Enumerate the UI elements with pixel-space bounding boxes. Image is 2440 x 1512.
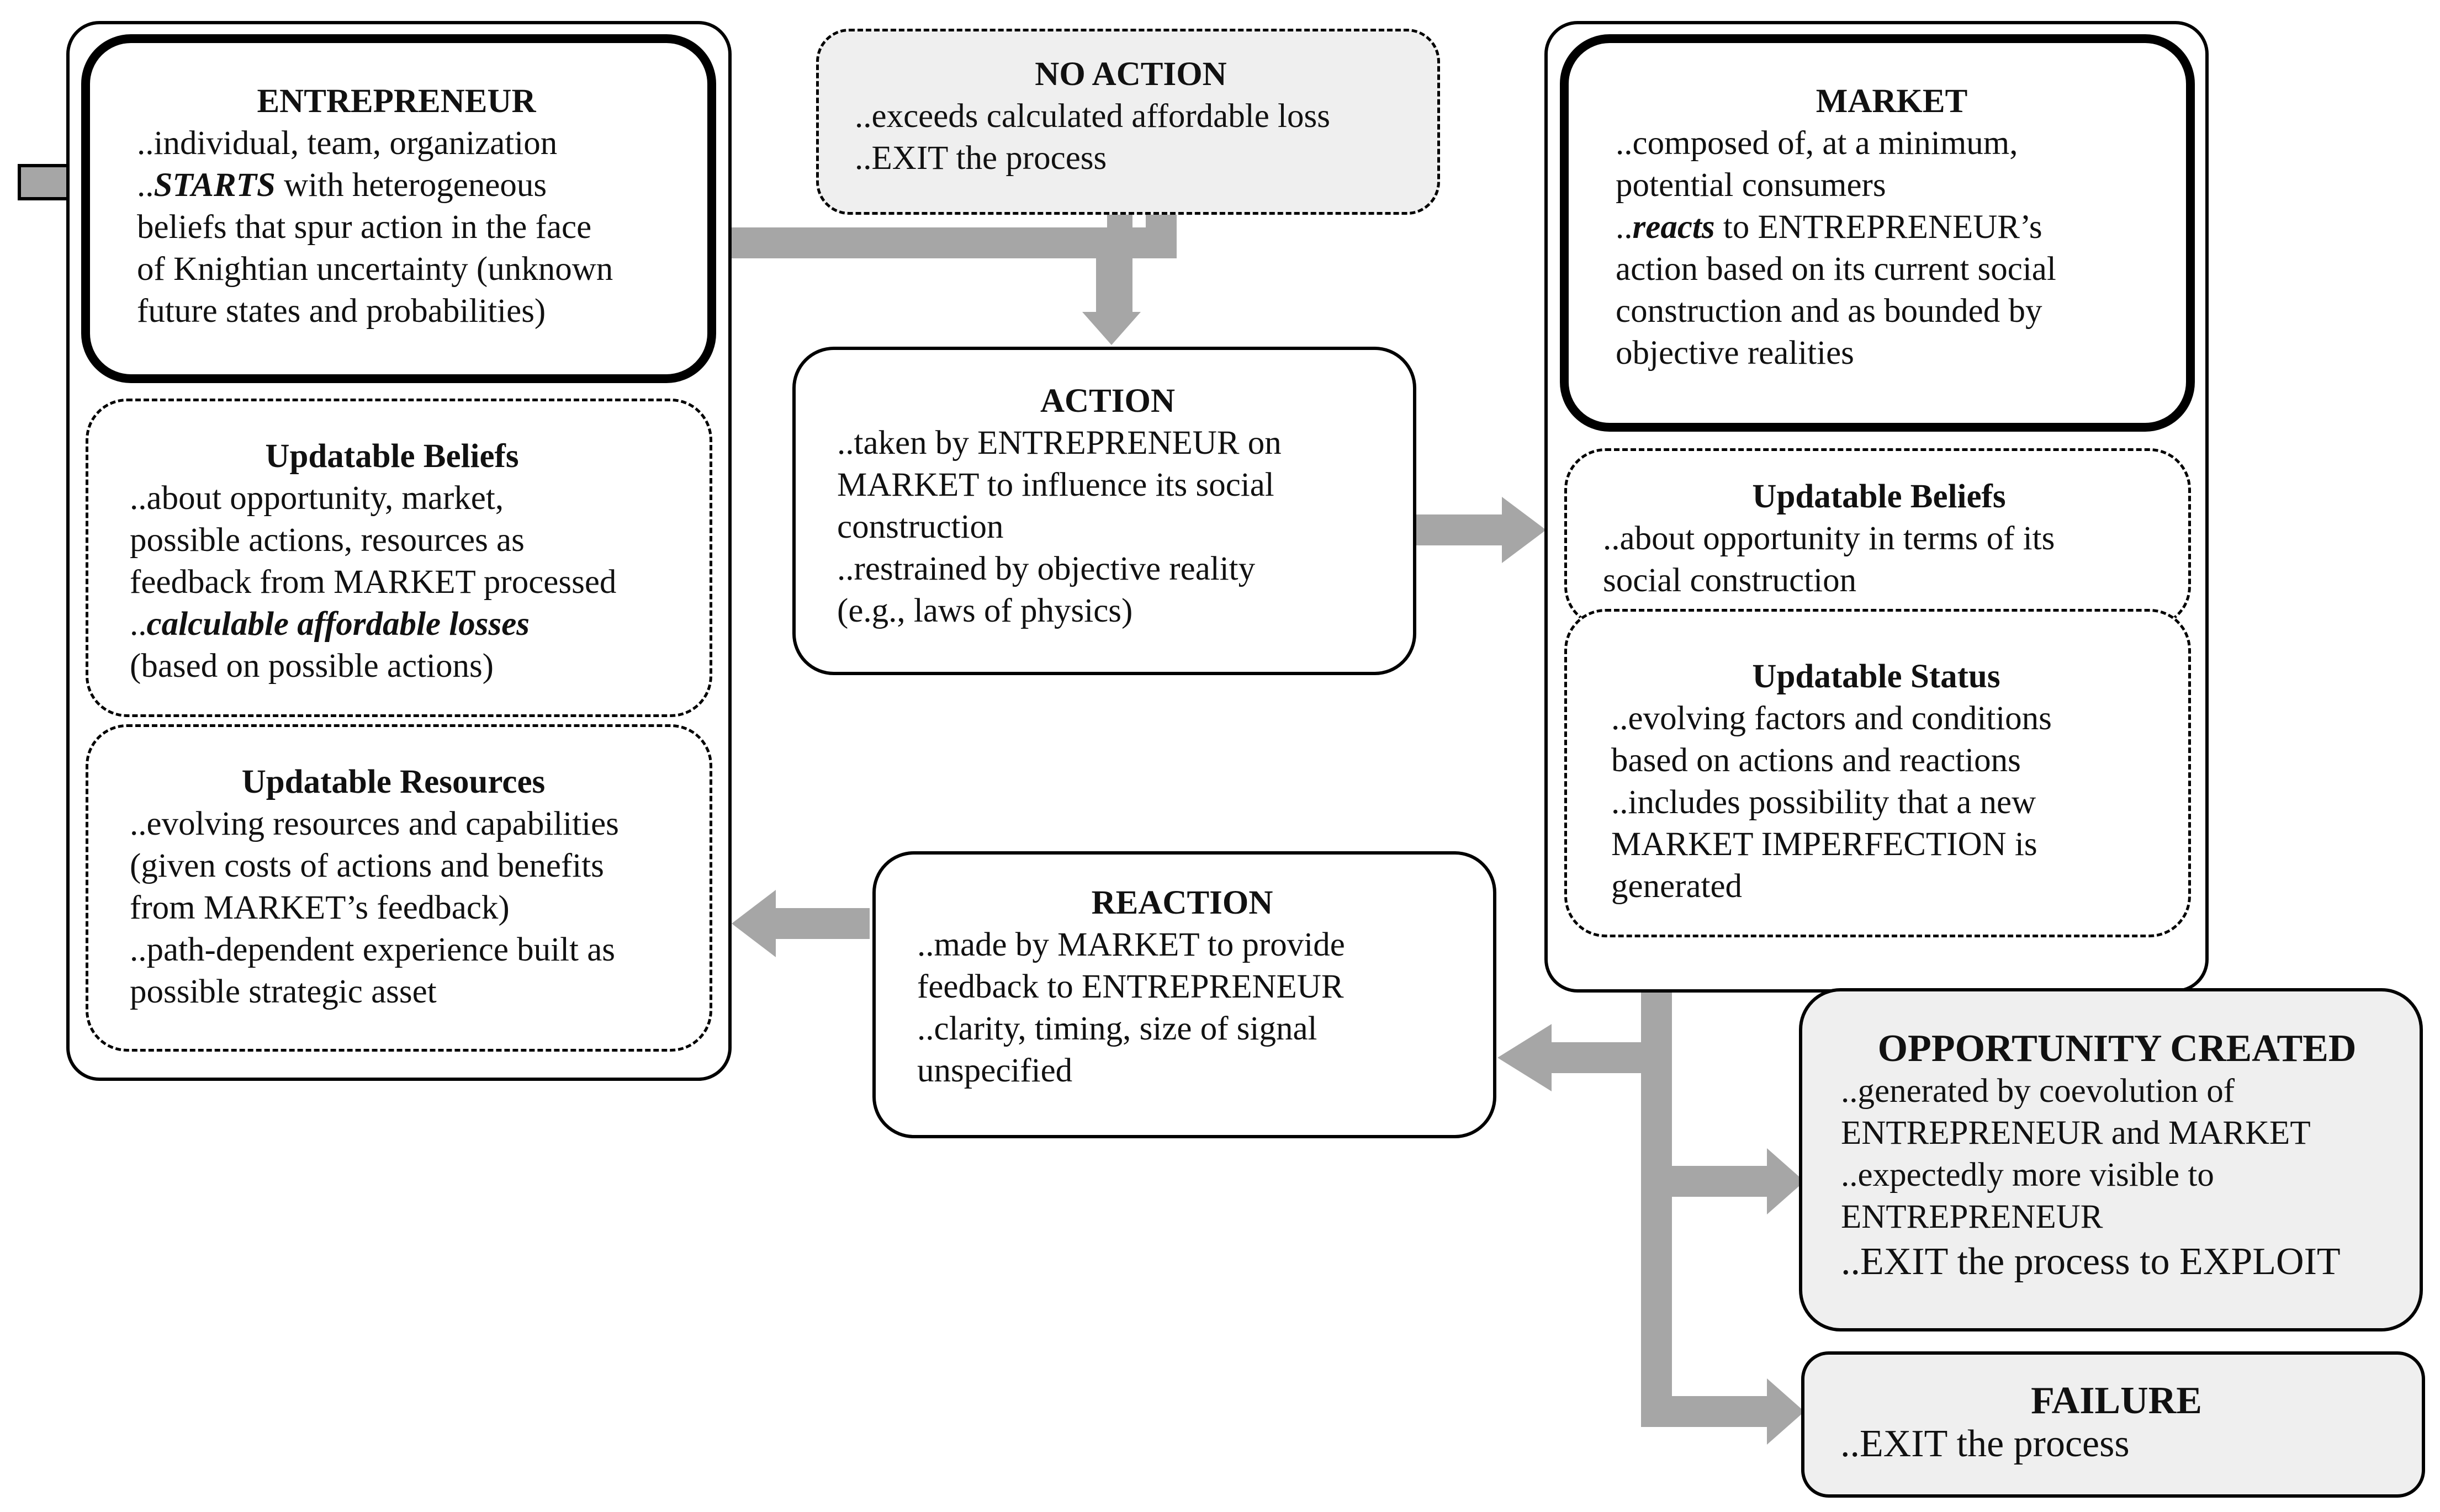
connector-to-opportunity xyxy=(1656,1166,1775,1197)
market-status-title: Updatable Status xyxy=(1752,658,2000,695)
action-line-2: MARKET to influence its social xyxy=(837,466,1274,503)
market-status-box: Updatable Status ..evolving factors and … xyxy=(1564,609,2191,937)
action-box: ACTION ..taken by ENTREPRENEUR on MARKET… xyxy=(792,347,1416,675)
entrepreneur-line-5: future states and probabilities) xyxy=(137,293,546,330)
connector-to-failure xyxy=(1656,1396,1775,1427)
arrow-right-to-market xyxy=(1502,497,1546,563)
opportunity-line-3: ..expectedly more visible to xyxy=(1841,1156,2214,1193)
market-beliefs-title: Updatable Beliefs xyxy=(1752,478,2006,515)
market-line-4: action based on its current social xyxy=(1616,251,2056,288)
entrepreneur-resources-line-4: ..path-dependent experience built as xyxy=(130,931,616,968)
market-status-line-2: based on actions and reactions xyxy=(1611,742,2021,779)
reaction-line-1: ..made by MARKET to provide xyxy=(917,926,1345,963)
entrepreneur-resources-line-3: from MARKET’s feedback) xyxy=(130,889,510,926)
failure-box: FAILURE ..EXIT the process xyxy=(1801,1351,2425,1498)
entrepreneur-resources-line-5: possible strategic asset xyxy=(130,973,437,1010)
entrepreneur-beliefs-line-5: (based on possible actions) xyxy=(130,648,494,685)
connector-reaction-entrepreneur xyxy=(770,908,870,939)
action-line-4: ..restrained by objective reality xyxy=(837,550,1256,587)
connector-action-market xyxy=(1416,514,1505,545)
market-beliefs-line-2: social construction xyxy=(1603,562,1857,599)
connector-down-stem xyxy=(1096,243,1127,312)
failure-title: FAILURE xyxy=(2031,1380,2202,1422)
opportunity-line-2: ENTREPRENEUR and MARKET xyxy=(1841,1115,2311,1152)
entrepreneur-resources-title: Updatable Resources xyxy=(241,763,546,800)
entrepreneur-beliefs-line-2: possible actions, resources as xyxy=(130,522,525,559)
action-line-3: construction xyxy=(837,508,1004,545)
reaction-box: REACTION ..made by MARKET to provide fee… xyxy=(872,851,1496,1138)
entrepreneur-beliefs-line-1: ..about opportunity, market, xyxy=(130,480,504,517)
entrepreneur-beliefs-title: Updatable Beliefs xyxy=(265,438,519,475)
reaction-line-4: unspecified xyxy=(917,1052,1073,1089)
action-line-5: (e.g., laws of physics) xyxy=(837,592,1133,629)
market-line-6: objective realities xyxy=(1616,335,1854,372)
entrepreneur-box: ENTREPRENEUR ..individual, team, organiz… xyxy=(81,34,716,383)
failure-line-1: ..EXIT the process xyxy=(1840,1423,2130,1465)
entrepreneur-resources-line-2: (given costs of actions and benefits xyxy=(130,847,604,884)
market-box: MARKET ..composed of, at a minimum, pote… xyxy=(1560,34,2195,432)
action-title: ACTION xyxy=(1040,383,1176,420)
entrepreneur-beliefs-line-3: feedback from MARKET processed xyxy=(130,564,617,601)
opportunity-line-5: ..EXIT the process to EXPLOIT xyxy=(1841,1240,2341,1283)
action-line-1: ..taken by ENTREPRENEUR on xyxy=(837,425,1282,461)
arrow-left-to-entrepreneur xyxy=(732,890,776,957)
market-beliefs-line-1: ..about opportunity in terms of its xyxy=(1603,520,2055,557)
entrepreneur-line-2: ..STARTS with heterogeneous xyxy=(137,167,547,204)
market-status-line-1: ..evolving factors and conditions xyxy=(1611,700,2052,737)
market-title: MARKET xyxy=(1816,83,1968,120)
reaction-line-3: ..clarity, timing, size of signal xyxy=(917,1010,1317,1047)
entrepreneur-resources-line-1: ..evolving resources and capabilities xyxy=(130,805,619,842)
opportunity-created-box: OPPORTUNITY CREATED ..generated by coevo… xyxy=(1799,988,2423,1331)
market-status-line-5: generated xyxy=(1611,868,1743,905)
entrepreneur-beliefs-box: Updatable Beliefs ..about opportunity, m… xyxy=(86,399,712,717)
arrow-left-to-reaction xyxy=(1497,1024,1552,1091)
no-action-box: NO ACTION ..exceeds calculated affordabl… xyxy=(816,29,1440,215)
no-action-line-2: ..EXIT the process xyxy=(855,140,1107,177)
entrepreneur-resources-box: Updatable Resources ..evolving resources… xyxy=(86,724,712,1052)
entrepreneur-line-4: of Knightian uncertainty (unknown xyxy=(137,251,613,288)
opportunity-line-1: ..generated by coevolution of xyxy=(1841,1073,2235,1110)
arrow-right-to-opportunity xyxy=(1767,1148,1804,1214)
entrepreneur-title: ENTREPRENEUR xyxy=(257,83,536,120)
market-line-2: potential consumers xyxy=(1616,167,1886,204)
market-status-line-3: ..includes possibility that a new xyxy=(1611,784,2036,821)
market-status-line-4: MARKET IMPERFECTION is xyxy=(1611,826,2037,863)
entrepreneur-line-1: ..individual, team, organization xyxy=(137,125,558,162)
no-action-line-1: ..exceeds calculated affordable loss xyxy=(855,98,1330,135)
market-line-1: ..composed of, at a minimum, xyxy=(1616,125,2018,162)
market-beliefs-box: Updatable Beliefs ..about opportunity in… xyxy=(1564,448,2191,628)
opportunity-line-4: ENTREPRENEUR xyxy=(1841,1198,2103,1235)
market-line-3: ..reacts to ENTREPRENEUR’s xyxy=(1616,209,2042,246)
reaction-line-2: feedback to ENTREPRENEUR xyxy=(917,968,1344,1005)
arrow-right-to-failure xyxy=(1767,1378,1804,1445)
market-line-5: construction and as bounded by xyxy=(1616,293,2042,330)
reaction-title: REACTION xyxy=(1091,884,1273,921)
entrepreneur-line-3: beliefs that spur action in the face xyxy=(137,209,592,246)
no-action-title: NO ACTION xyxy=(1035,56,1227,93)
opportunity-title: OPPORTUNITY CREATED xyxy=(1877,1027,2357,1070)
arrow-down-to-action xyxy=(1082,312,1141,345)
connector-to-reaction xyxy=(1546,1042,1672,1073)
entrepreneur-beliefs-line-4: ..calculable affordable losses xyxy=(130,606,530,643)
